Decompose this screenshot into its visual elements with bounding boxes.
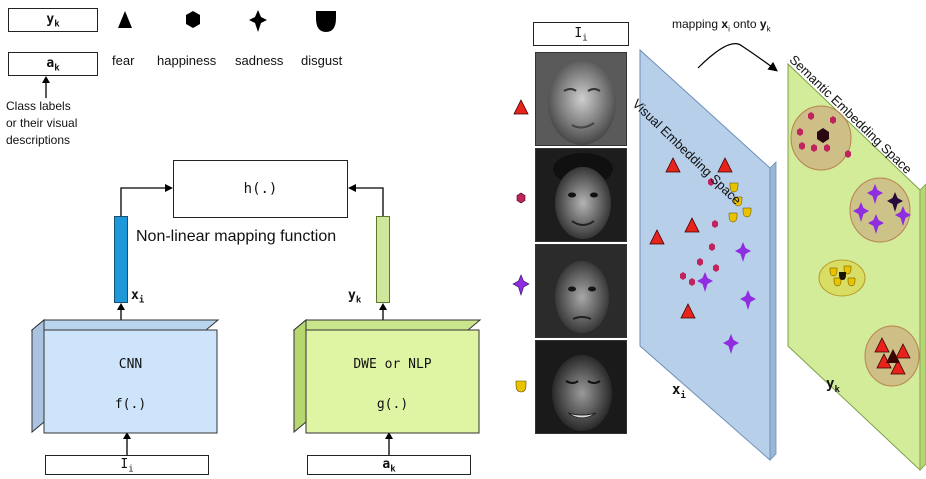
mapping-note-y: y (759, 17, 767, 31)
mapping-caption: Non-linear mapping function (136, 228, 337, 245)
y-k-label: yk (348, 288, 361, 306)
class-note-line-3: descriptions (6, 133, 71, 147)
cnn-title: CNN (118, 357, 143, 372)
emotion-shape-legend (118, 10, 336, 32)
legend-y-sub: k (54, 19, 60, 30)
face-disgust-drawing (536, 341, 626, 433)
semantic-y-main: y (826, 376, 835, 392)
semantic-y-label: yk (826, 376, 840, 395)
class-note-line-1: Class labels (6, 99, 71, 113)
dwe-box-shape (292, 318, 482, 434)
y-k-sub: k (355, 295, 362, 306)
visual-fear-points (649, 157, 733, 319)
legend-a-symbol: a (46, 56, 55, 71)
semantic-y-sub: k (834, 384, 840, 395)
happiness-hexagon-icon (186, 11, 200, 28)
face-class-markers (512, 99, 530, 393)
input-attribute-box: ak (307, 455, 471, 475)
image-header-main: I (574, 26, 583, 41)
mapping-note: mapping xi onto yk (672, 17, 771, 33)
legend-disgust: disgust (301, 53, 343, 68)
mapping-note-y-sub: k (766, 24, 771, 34)
face-sadness-drawing (536, 245, 626, 337)
dwe-function: g(.) (376, 397, 409, 412)
input-image-main: I (120, 457, 129, 472)
face-image-happiness (535, 148, 627, 242)
face-image-disgust (535, 340, 627, 434)
mapping-note-prefix: mapping (672, 17, 722, 31)
dwe-title: DWE or NLP (353, 357, 432, 372)
left-connectors (117, 184, 393, 456)
disgust-shield-icon (316, 11, 336, 32)
legend-arrow (42, 76, 50, 98)
x-i-label: xi (131, 288, 144, 306)
class-note-line-2: or their visual (6, 116, 78, 130)
input-image-sub: i (128, 464, 134, 475)
visual-disgust-points (728, 182, 752, 223)
happiness-marker-icon (516, 192, 526, 204)
visual-x-main: x (672, 382, 681, 398)
mapping-note-x: x (721, 17, 729, 31)
mapping-function-label: h(.) (243, 181, 278, 197)
face-happiness-drawing (536, 149, 626, 241)
fear-triangle-icon (118, 11, 132, 28)
input-attribute-main: a (382, 457, 391, 472)
disgust-marker-icon (515, 380, 527, 393)
visual-happiness-points (680, 178, 719, 286)
input-image-box: Ii (45, 455, 209, 475)
visual-feature-bar (114, 216, 128, 303)
legend-sadness: sadness (235, 53, 284, 68)
sadness-sparkle-icon (249, 10, 267, 32)
cnn-function: f(.) (114, 397, 147, 412)
sadness-marker-icon (512, 274, 530, 297)
legend-happiness: happiness (157, 53, 217, 68)
legend-y-box: yk (8, 8, 98, 32)
visual-x-sub: i (680, 390, 686, 401)
face-image-sadness (535, 244, 627, 338)
legend-a-box: ak (8, 52, 98, 76)
fear-marker-icon (513, 99, 529, 115)
mapping-note-x-sub: i (728, 24, 730, 34)
face-image-fear (535, 52, 627, 146)
face-fear-drawing (536, 53, 626, 145)
legend-y-symbol: y (46, 12, 55, 27)
mapping-function-box: h(.) (173, 160, 348, 218)
semantic-feature-bar (376, 216, 390, 303)
image-header-box: Ii (533, 22, 629, 46)
visual-sadness-points (697, 242, 756, 354)
class-labels-note: Class labels or their visual description… (6, 98, 77, 149)
legend-fear: fear (112, 53, 135, 68)
input-attribute-sub: k (390, 464, 396, 475)
mapping-note-mid: onto (729, 17, 760, 31)
x-i-main: x (131, 288, 139, 303)
visual-plane (639, 48, 771, 462)
cnn-box-shape (30, 318, 220, 434)
visual-x-label: xi (672, 382, 686, 401)
embedding-spaces (639, 43, 926, 472)
x-i-sub: i (138, 295, 145, 306)
legend-a-sub: k (54, 63, 60, 74)
image-header-sub: i (582, 33, 588, 44)
y-k-main: y (348, 288, 356, 303)
